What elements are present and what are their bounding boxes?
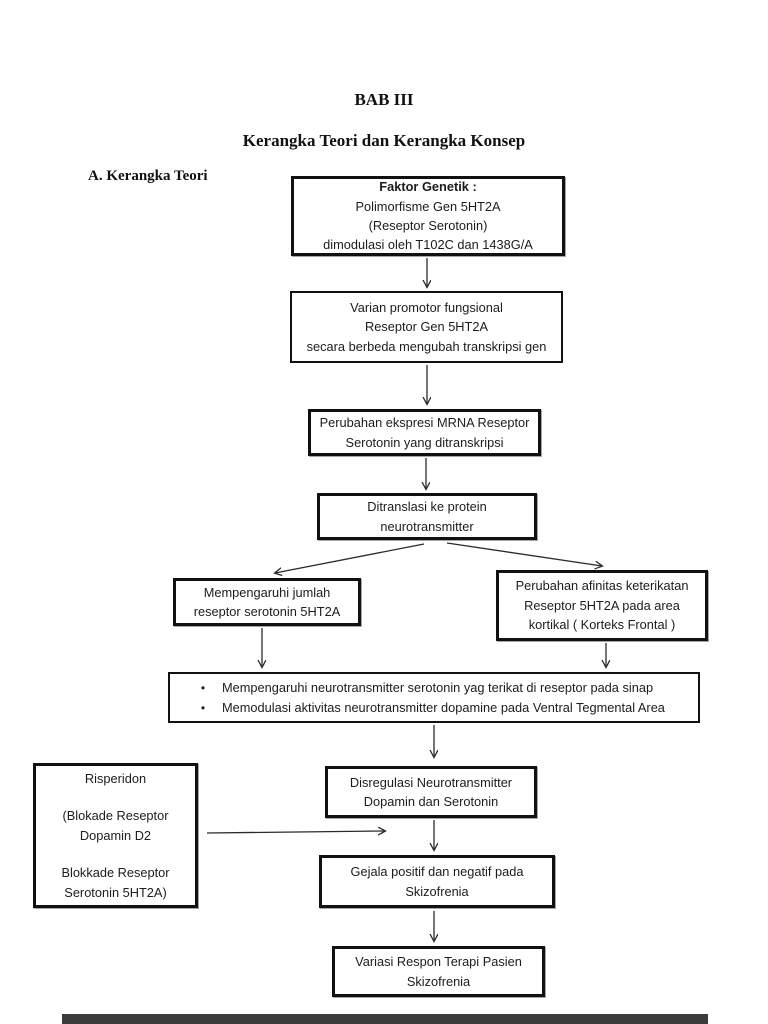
bullet-icon: • [200, 700, 206, 715]
page-title: Kerangka Teori dan Kerangka Konsep [242, 131, 526, 150]
section-heading: A. Kerangka Teori [88, 168, 208, 184]
box-faktor-genetik-line: (Reseptor Serotonin) [368, 218, 488, 233]
box-afinitas-line: Reseptor 5HT2A pada area [524, 597, 680, 613]
box-jumlah-reseptor: Mempengaruhi jumlah reseptor serotonin 5… [173, 578, 361, 626]
box-risperidon-line: (Blokade Reseptor [62, 808, 169, 824]
box-ditranslasi-line: Ditranslasi ke protein [367, 499, 487, 515]
box-faktor-genetik: Faktor Genetik : Polimorfisme Gen 5HT2A … [291, 176, 565, 256]
box-risperidon-line: Dopamin D2 [79, 827, 152, 843]
box-ditranslasi: Ditranslasi ke protein neurotransmitter [317, 493, 537, 540]
box-risperidon-line: Serotonin 5HT2A) [64, 884, 167, 900]
box-variasi-line: Skizofrenia [406, 973, 471, 989]
box-variasi-line: Variasi Respon Terapi Pasien [355, 954, 522, 970]
box-faktor-genetik-line: Polimorfisme Gen 5HT2A [355, 198, 501, 214]
box-faktor-genetik-heading: Faktor Genetik : [379, 179, 477, 195]
box-disregulasi-line: Dopamin dan Serotonin [363, 794, 499, 809]
box-disregulasi-line: Disregulasi Neurotransmitter [349, 774, 513, 790]
box-efek-bullets: • Mempengaruhi neurotransmitter serotoni… [168, 672, 700, 723]
box-ditranslasi-line: neurotransmitter [380, 518, 474, 534]
box-jumlah-reseptor-line: Mempengaruhi jumlah [203, 584, 331, 600]
spacer [36, 788, 195, 806]
bullet-item-text: Mempengaruhi neurotransmitter serotonin … [222, 680, 654, 696]
box-gejala: Gejala positif dan negatif pada Skizofre… [319, 855, 555, 908]
box-gejala-line: Skizofrenia [405, 883, 469, 899]
box-gejala-line: Gejala positif dan negatif pada [350, 864, 524, 880]
box-varian-promotor-line: Varian promotor fungsional [350, 299, 503, 315]
box-perubahan-ekspresi: Perubahan ekspresi MRNA Reseptor Seroton… [308, 409, 541, 456]
box-risperidon-line: Blokkade Reseptor [61, 865, 170, 881]
arrow-ditranslasi-to-afinitas [446, 542, 602, 566]
box-disregulasi: Disregulasi Neurotransmitter Dopamin dan… [325, 766, 537, 818]
box-varian-promotor: Varian promotor fungsional Reseptor Gen … [290, 291, 563, 363]
box-afinitas: Perubahan afinitas keterikatan Reseptor … [496, 570, 708, 641]
box-varian-promotor-line: Reseptor Gen 5HT2A [364, 319, 489, 335]
box-faktor-genetik-line: dimodulasi oleh T102C dan 1438G/A [323, 237, 533, 253]
spacer [36, 845, 195, 863]
bullet-item: • Memodulasi aktivitas neurotransmitter … [184, 698, 692, 717]
box-perubahan-ekspresi-line: Perubahan ekspresi MRNA Reseptor [319, 415, 530, 431]
arrow-ditranslasi-to-jumlah [275, 543, 425, 573]
box-varian-promotor-line: secara berbeda mengubah transkripsi gen [306, 338, 547, 354]
chapter-title: BAB III [354, 90, 414, 109]
page-edge-bar [62, 1014, 708, 1024]
box-afinitas-line: Perubahan afinitas keterikatan [515, 578, 689, 594]
bullet-icon: • [200, 681, 206, 696]
box-variasi: Variasi Respon Terapi Pasien Skizofrenia [332, 946, 545, 997]
bullet-item: • Mempengaruhi neurotransmitter serotoni… [184, 678, 692, 697]
box-jumlah-reseptor-line: reseptor serotonin 5HT2A [193, 604, 341, 619]
arrow-risperidon-to-center [206, 831, 385, 833]
bullet-item-text: Memodulasi aktivitas neurotransmitter do… [222, 699, 665, 715]
box-risperidon-line: Risperidon [84, 770, 147, 786]
box-risperidon: Risperidon (Blokade Reseptor Dopamin D2 … [33, 763, 198, 908]
box-afinitas-line: kortikal ( Korteks Frontal ) [528, 617, 676, 633]
box-perubahan-ekspresi-line: Serotonin yang ditranskripsi [345, 434, 504, 450]
